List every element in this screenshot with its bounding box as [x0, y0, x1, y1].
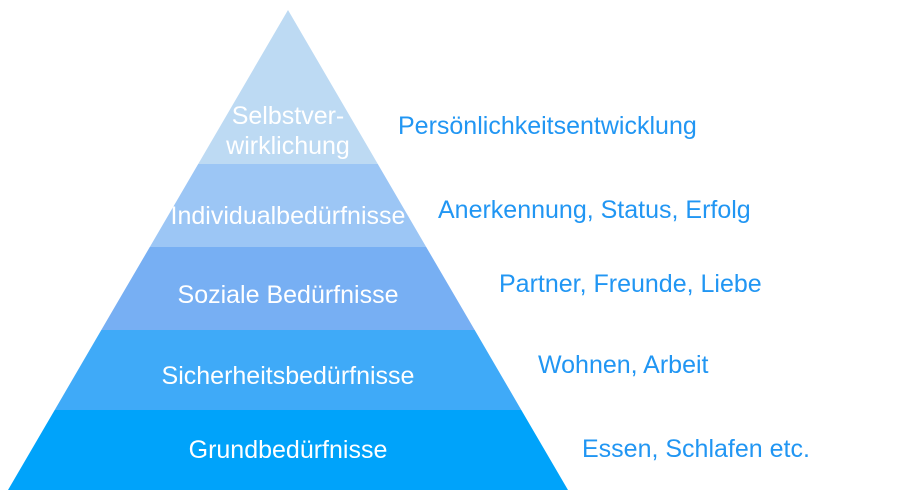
side-label-essen-schlafen: Essen, Schlafen etc. [582, 435, 810, 463]
pyramid-level-sicherheitsbeduerfnisse-shape [54, 330, 522, 410]
level-label-individualbeduerfnisse: Individualbedürfnisse [170, 202, 406, 230]
level-label-selbstverwirklichung: Selbstver- wirklichung [88, 101, 488, 161]
side-label-anerkennung-status-erfolg: Anerkennung, Status, Erfolg [438, 196, 751, 224]
level-label-soziale-beduerfnisse: Soziale Bedürfnisse [177, 281, 399, 309]
pyramid-level-selbstverwirklichung-shape [198, 10, 378, 164]
pyramid-level-individualbeduerfnisse-shape [149, 164, 427, 247]
pyramid-level-grundbeduerfnisse-shape [8, 410, 568, 490]
level-label-selbstverwirklichung-line1: Selbstver- [231, 102, 345, 130]
level-label-selbstverwirklichung-line2: wirklichung [226, 132, 350, 160]
level-label-grundbeduerfnisse: Grundbedürfnisse [188, 436, 388, 464]
pyramid-level-soziale-beduerfnisse-shape [101, 247, 475, 330]
side-label-persoenlichkeitsentwicklung: Persönlichkeitsentwicklung [398, 112, 697, 140]
side-label-partner-freunde-liebe: Partner, Freunde, Liebe [499, 270, 762, 298]
level-label-sicherheitsbeduerfnisse: Sicherheitsbedürfnisse [161, 362, 415, 390]
side-label-wohnen-arbeit: Wohnen, Arbeit [538, 351, 709, 379]
